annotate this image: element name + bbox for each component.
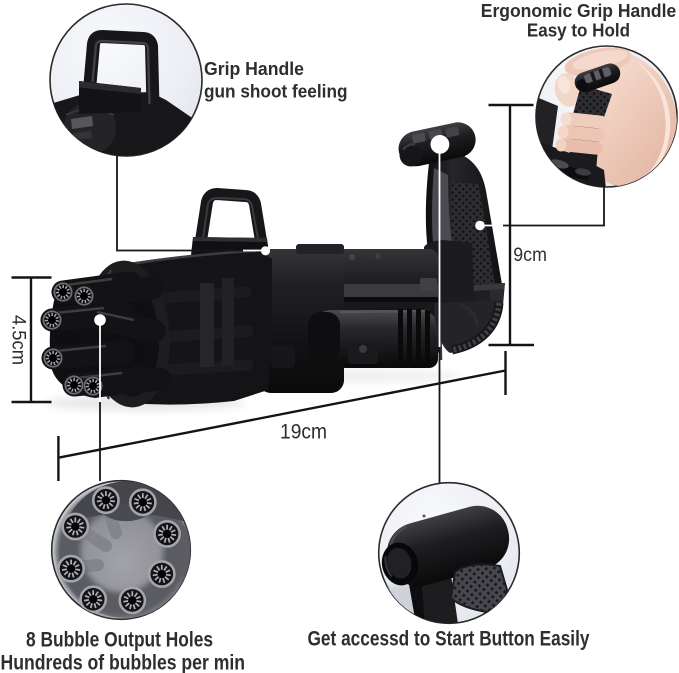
svg-text:Hundreds of bubbles per min: Hundreds of bubbles per min [1, 650, 246, 673]
svg-text:8 Bubble Output Holes: 8 Bubble Output Holes [26, 627, 213, 651]
svg-text:Grip Handle: Grip Handle [204, 59, 304, 79]
svg-text:Get accessd to Start Button Ea: Get accessd to Start Button Easily [308, 626, 590, 650]
svg-text:Ergonomic Grip Handle: Ergonomic Grip Handle [481, 1, 676, 21]
svg-text:4.5cm: 4.5cm [8, 315, 29, 365]
svg-text:9cm: 9cm [513, 245, 547, 266]
svg-text:19cm: 19cm [280, 421, 327, 444]
svg-text:Easy to Hold: Easy to Hold [527, 20, 630, 40]
svg-text:gun shoot feeling: gun shoot feeling [204, 82, 348, 102]
